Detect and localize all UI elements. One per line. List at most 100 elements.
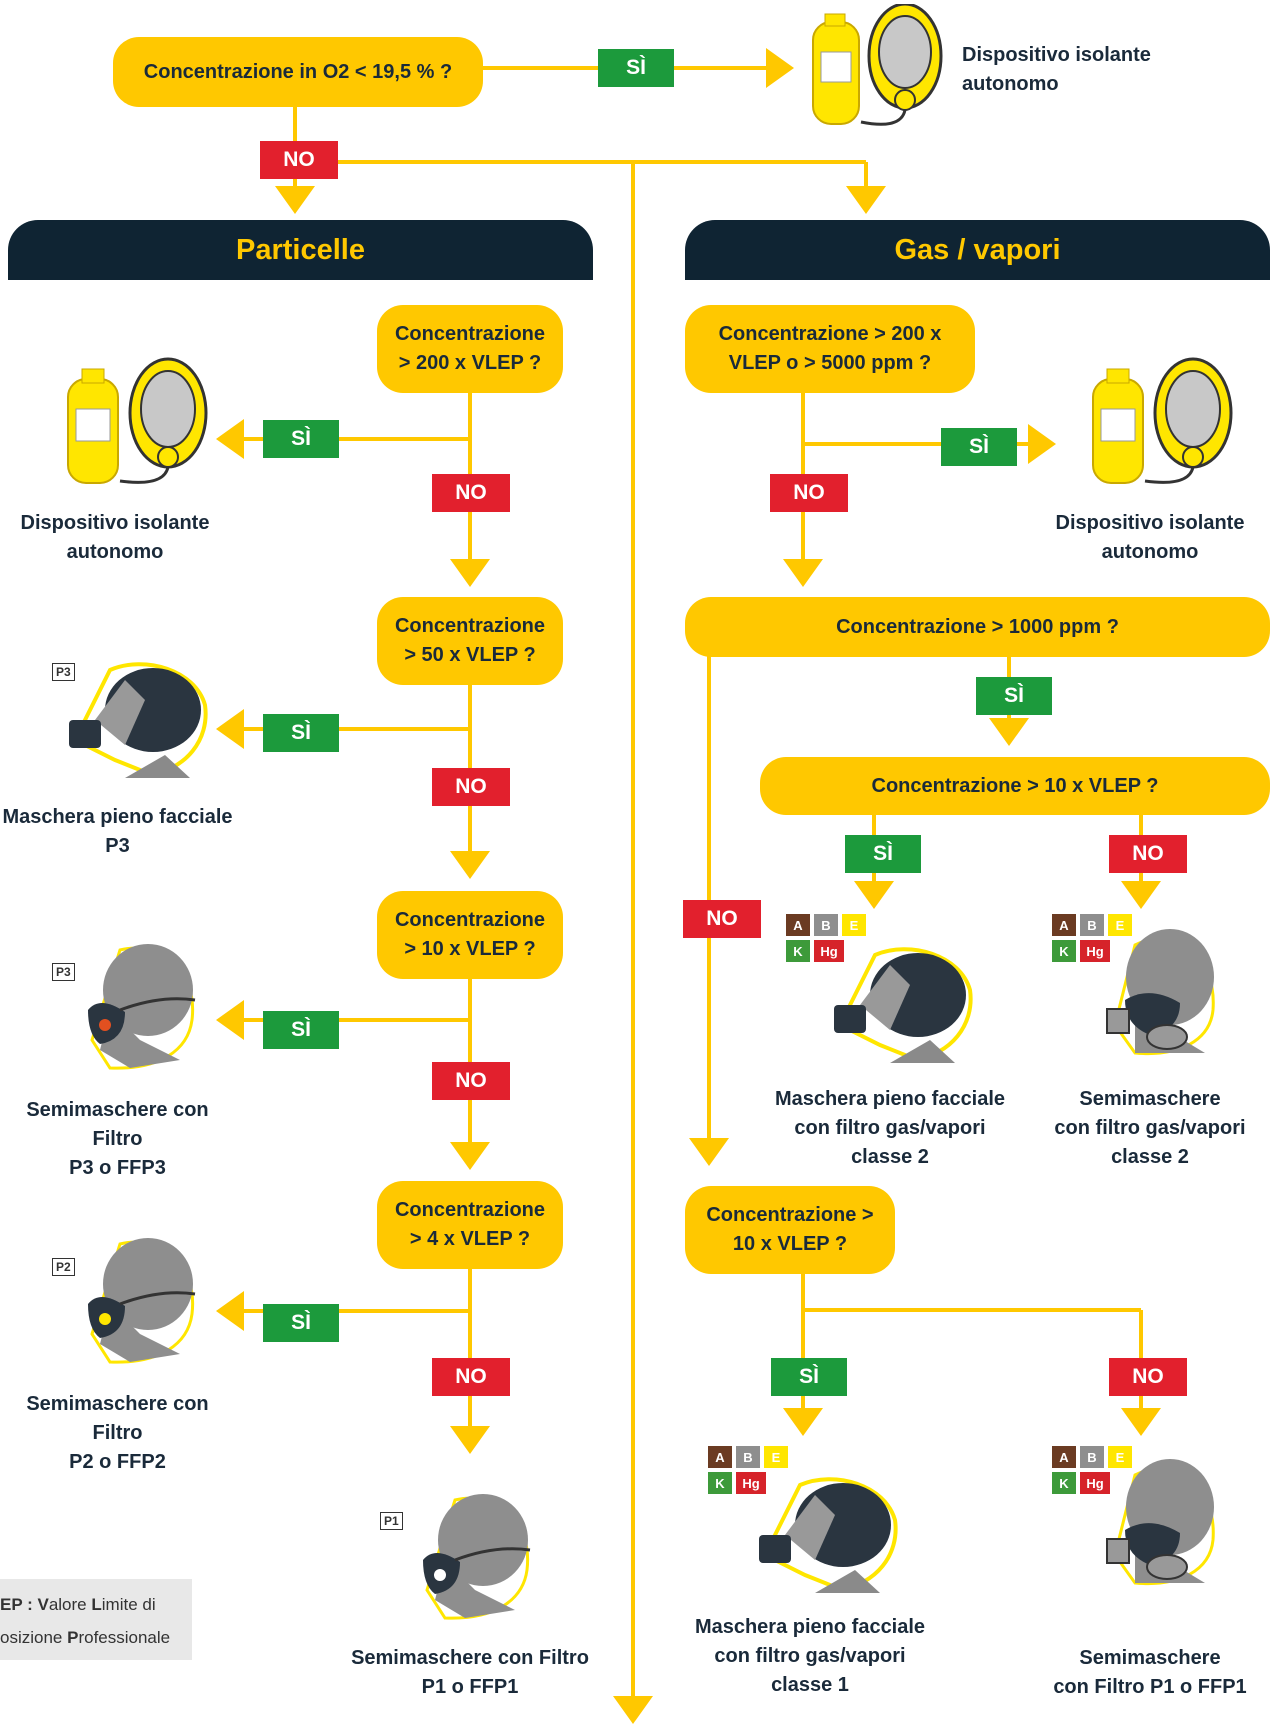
tag-yes-o2: SÌ [598, 49, 674, 87]
caption-gas-scba: Dispositivo isolante autonomo [1035, 509, 1265, 567]
scba-icon [812, 4, 943, 126]
tag-no-o2: NO [260, 141, 338, 179]
caption-gas-full2: Maschera pieno facciale con filtro gas/v… [750, 1085, 1030, 1172]
scba-icon [67, 357, 208, 484]
caption-line: P3 o FFP3 [69, 1157, 166, 1179]
full-face-mask-icon [759, 1477, 898, 1593]
tag-yes-p50: SÌ [263, 714, 339, 752]
filter-chip-Hg: Hg [1080, 1472, 1110, 1494]
caption-particles-scba: Dispositivo isolante autonomo [0, 509, 230, 567]
filter-chip-E: E [1108, 914, 1132, 936]
caption-p1-half: Semimaschere con Filtro P1 o FFP1 [350, 1644, 590, 1702]
filter-types-full2: A B E K Hg [786, 914, 872, 964]
filter-chip-Hg: Hg [1080, 940, 1110, 962]
caption-line: P1 o FFP1 [421, 1676, 519, 1698]
caption-line: classe 2 [851, 1146, 929, 1168]
half-mask-icon [88, 1238, 196, 1364]
caption-line: con filtro gas/vapori [1054, 1117, 1246, 1139]
tag-yes-p200: SÌ [263, 420, 339, 458]
tag-yes-p10: SÌ [263, 1011, 339, 1049]
caption-line: P2 o FFP2 [69, 1451, 166, 1473]
question-gas-1000: Concentrazione > 1000 ppm ? [685, 597, 1270, 657]
filter-chip-K: K [708, 1472, 732, 1494]
legend-part: L [91, 1595, 102, 1614]
caption-line: classe 1 [771, 1674, 849, 1696]
question-particles-4: Concentrazione > 4 x VLEP ? [377, 1181, 563, 1269]
legend-part: P [67, 1628, 79, 1647]
caption-line: Semimaschere con Filtro [26, 1393, 209, 1444]
caption-line: autonomo [1101, 541, 1199, 563]
legend-line-1: EP : Valore Limite di [0, 1591, 192, 1624]
caption-line: Semimaschere con Filtro [26, 1099, 209, 1150]
filter-chip-E: E [842, 914, 866, 936]
question-line: Concentrazione [394, 909, 546, 931]
caption-p2-half: Semimaschere con Filtro P2 o FFP2 [0, 1390, 235, 1477]
question-gas-10a: Concentrazione > 10 x VLEP ? [760, 757, 1270, 815]
filter-types-full1: A B E K Hg [708, 1446, 794, 1496]
tag-yes-p4: SÌ [263, 1304, 339, 1342]
full-face-mask-icon [69, 662, 208, 778]
caption-line: con Filtro P1 o FFP1 [1053, 1676, 1247, 1698]
caption-p3-full: Maschera pieno facciale P3 [0, 803, 235, 861]
filter-chip-Hg: Hg [814, 940, 844, 962]
tag-yes-g200: SÌ [941, 428, 1017, 466]
tag-yes-g10a: SÌ [845, 835, 921, 873]
caption-line: Dispositivo isolante [20, 512, 210, 534]
caption-line: Semimaschere [1079, 1647, 1221, 1669]
caption-line: con filtro gas/vapori [794, 1117, 986, 1139]
caption-line: Semimaschere [1079, 1088, 1221, 1110]
legend-part: V [37, 1595, 49, 1614]
label-p1-half: P1 [380, 1512, 403, 1530]
caption-gas-half2: Semimaschere con filtro gas/vapori class… [1030, 1085, 1270, 1172]
legend-line-2: osizione Professionale [0, 1624, 192, 1657]
caption-line: autonomo [66, 541, 164, 563]
label-p3-half: P3 [52, 963, 75, 981]
half-mask-icon [423, 1494, 531, 1620]
question-particles-10: Concentrazione > 10 x VLEP ? [377, 891, 563, 979]
question-particles-50: Concentrazione > 50 x VLEP ? [377, 597, 563, 685]
caption-line: classe 2 [1111, 1146, 1189, 1168]
question-line: > 50 x VLEP ? [404, 644, 536, 666]
label-p3-full: P3 [52, 663, 75, 681]
legend-part: rofessionale [78, 1628, 171, 1647]
filter-chip-A: A [1052, 914, 1076, 936]
tag-no-p10: NO [432, 1062, 510, 1100]
question-gas-200: Concentrazione > 200 x VLEP o > 5000 ppm… [685, 305, 975, 393]
filter-chip-K: K [1052, 940, 1076, 962]
question-particles-200: Concentrazione > 200 x VLEP ? [377, 305, 563, 393]
filter-chip-A: A [1052, 1446, 1076, 1468]
filter-chip-E: E [1108, 1446, 1132, 1468]
caption-p3-half: Semimaschere con Filtro P3 o FFP3 [0, 1096, 235, 1183]
tag-no-g200: NO [770, 474, 848, 512]
question-line: Concentrazione [394, 1199, 546, 1221]
filter-types-half2: A B E K Hg [1052, 914, 1138, 964]
caption-line: autonomo [962, 73, 1059, 95]
filter-chip-A: A [708, 1446, 732, 1468]
caption-line: P3 [105, 835, 130, 857]
filter-chip-B: B [736, 1446, 760, 1468]
question-line: Concentrazione > [706, 1204, 874, 1226]
caption-line: Maschera pieno facciale [2, 806, 233, 828]
legend-vlep: EP : Valore Limite di osizione Professio… [0, 1579, 192, 1660]
question-line: Concentrazione [394, 615, 546, 637]
half-mask-icon [88, 944, 196, 1070]
filter-chip-B: B [814, 914, 838, 936]
tag-yes-g1000: SÌ [976, 677, 1052, 715]
filter-types-half1: A B E K Hg [1052, 1446, 1138, 1496]
question-line: > 10 x VLEP ? [404, 938, 536, 960]
header-gas: Gas / vapori [685, 220, 1270, 280]
tag-no-p50: NO [432, 768, 510, 806]
filter-chip-Hg: Hg [736, 1472, 766, 1494]
caption-line: con filtro gas/vapori [714, 1645, 906, 1667]
header-particles: Particelle [8, 220, 593, 280]
caption-line: Dispositivo isolante [1055, 512, 1245, 534]
filter-chip-A: A [786, 914, 810, 936]
scba-icon [1092, 357, 1233, 484]
question-line: Concentrazione [394, 323, 546, 345]
legend-part: imite di [101, 1595, 156, 1614]
half-mask-cartridge-icon [1106, 929, 1215, 1056]
filter-chip-B: B [1080, 1446, 1104, 1468]
caption-line: Maschera pieno facciale [774, 1088, 1006, 1110]
caption-line: Dispositivo isolante [962, 44, 1151, 66]
half-mask-cartridge-icon [1106, 1459, 1215, 1586]
